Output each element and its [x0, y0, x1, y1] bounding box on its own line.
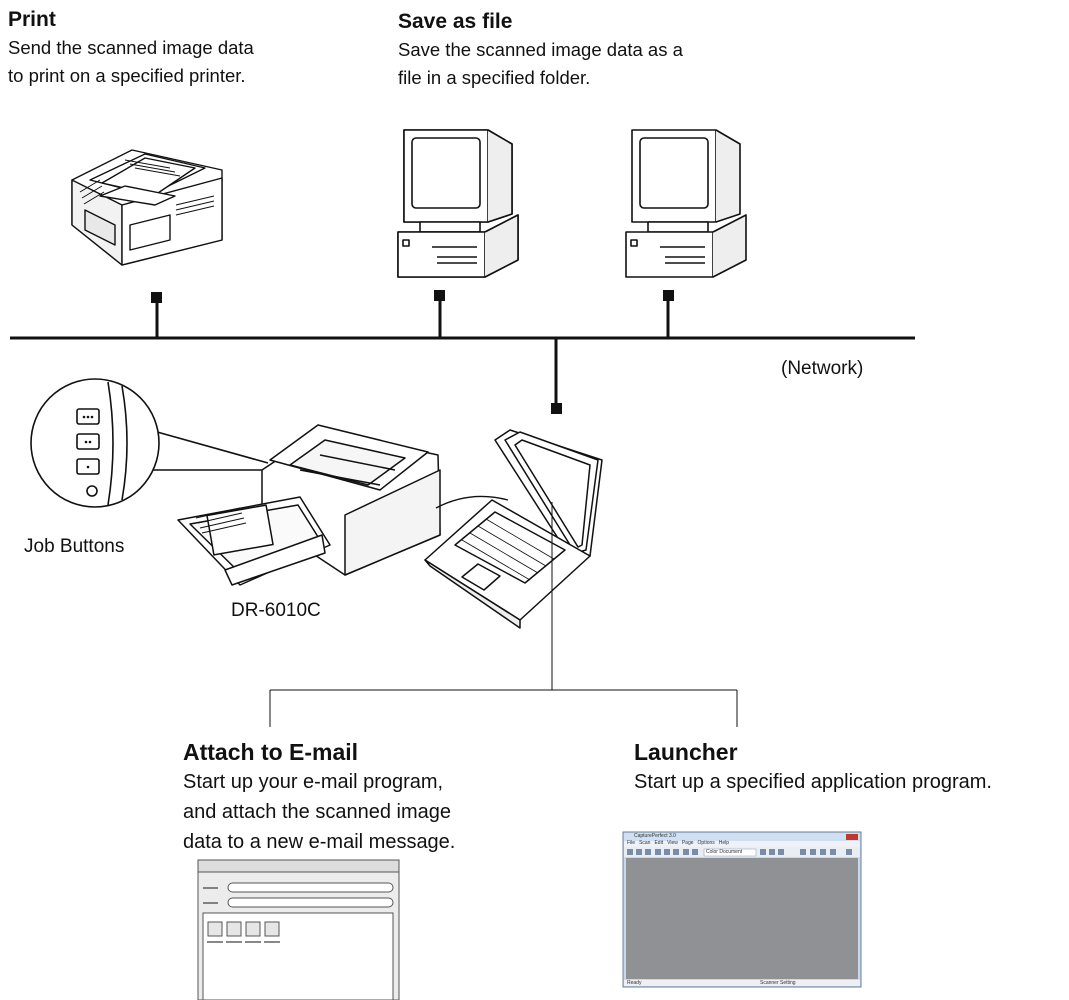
launcher-description: Start up a specified application program…	[634, 771, 992, 793]
launcher-menu-item: Edit	[654, 840, 664, 846]
job-buttons-zoom-icon	[30, 378, 269, 508]
network-label: (Network)	[781, 358, 864, 379]
save-as-file-title: Save as file	[398, 10, 513, 33]
application-window-icon	[622, 831, 862, 988]
scanner-icon	[177, 424, 441, 586]
save-as-file-description: Save the scanned image data as a file in…	[398, 39, 683, 88]
network-line	[10, 296, 915, 408]
launcher-window-scanner-setting: Scanner Setting	[760, 980, 796, 986]
function-tree-line	[269, 502, 738, 727]
scanner-model-label: DR-6010C	[231, 600, 321, 621]
attach-to-email-title: Attach to E-mail	[183, 739, 359, 765]
launcher-menu-item: File	[627, 840, 636, 846]
print-title: Print	[8, 8, 56, 31]
job-buttons-label: Job Buttons	[24, 536, 125, 557]
computer-icon	[397, 129, 519, 278]
launcher-menu-item: View	[667, 840, 678, 846]
launcher-window-status: Ready	[627, 980, 642, 986]
launcher-menu-item: Help	[718, 840, 730, 846]
print-description: Send the scanned image data to print on …	[8, 37, 254, 86]
attach-to-email-description: Start up your e-mail program, and attach…	[183, 771, 456, 853]
print-function: Print Send the scanned image data to pri…	[8, 8, 254, 90]
save-as-file-function: Save as file Save the scanned image data…	[398, 10, 683, 92]
launcher-title: Launcher	[634, 739, 738, 765]
printer-icon	[71, 149, 223, 266]
network-connector-icon	[151, 290, 674, 414]
usb-cable	[435, 495, 509, 509]
launcher-menu-item: Page	[681, 840, 694, 846]
launcher-menu-item: Options	[697, 840, 715, 846]
launcher-menu-item: Scan	[639, 840, 651, 846]
computer-icon	[625, 129, 747, 278]
email-window-icon	[197, 859, 400, 1000]
launcher-function: Launcher Start up a specified applicatio…	[634, 739, 992, 797]
attach-to-email-function: Attach to E-mail Start up your e-mail pr…	[183, 739, 455, 857]
laptop-icon	[424, 429, 603, 629]
launcher-window-title: CapturePerfect 3.0	[634, 833, 676, 839]
launcher-window-mode-select: Color Document	[706, 849, 743, 855]
